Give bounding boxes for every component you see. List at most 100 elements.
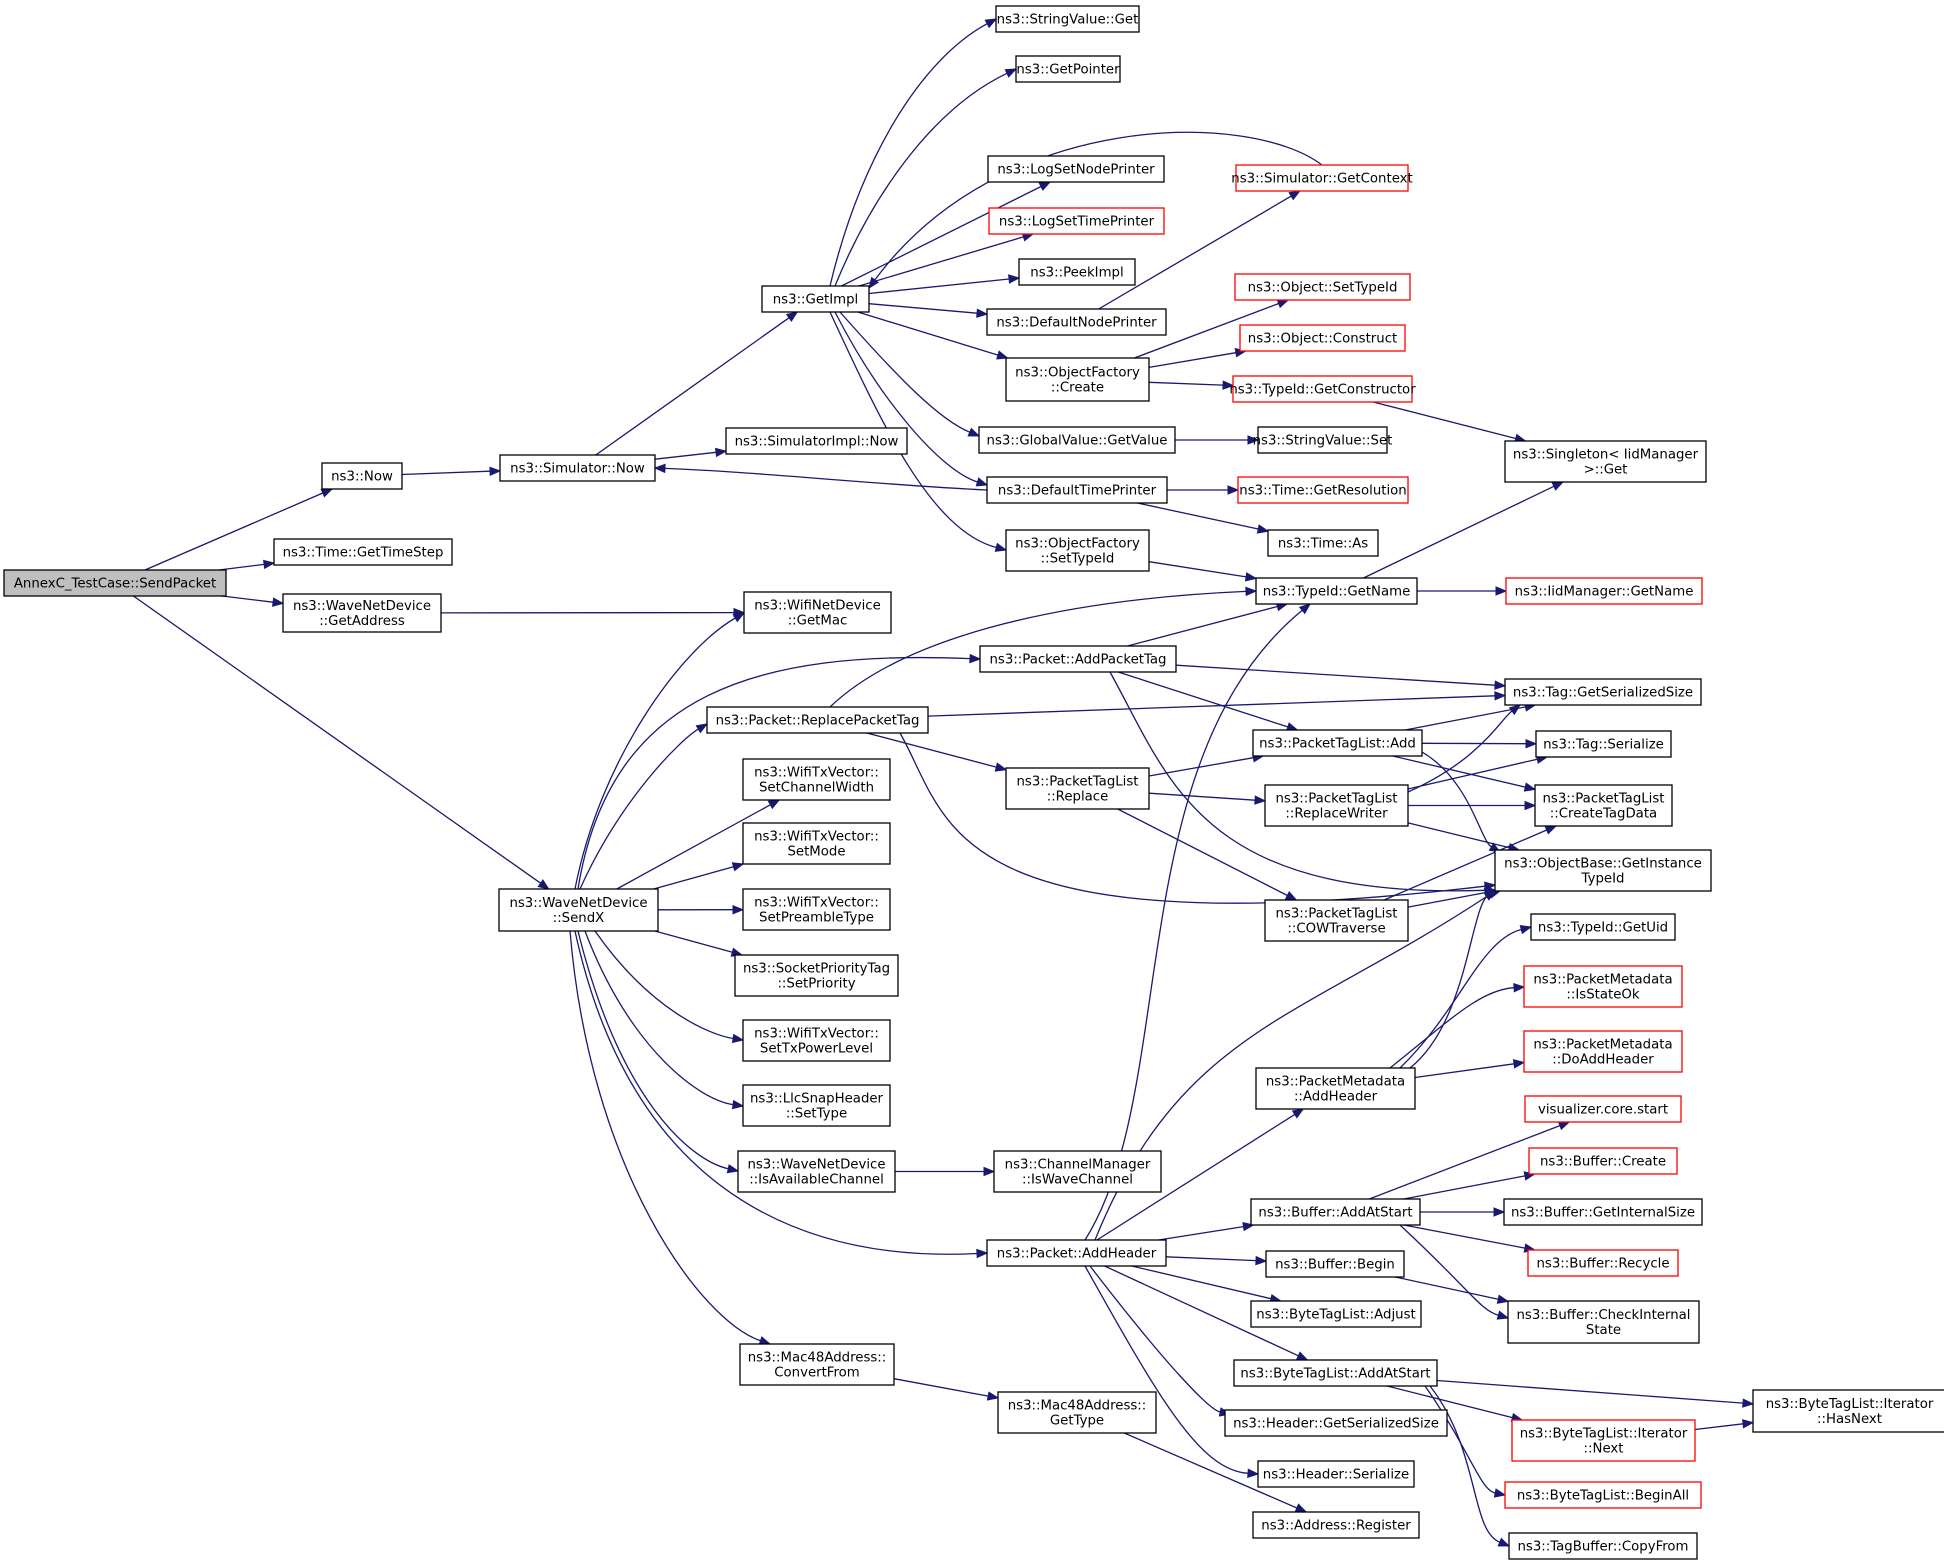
edge-wnd_getaddress-to-wifinetdevice_getmac <box>440 607 746 618</box>
node-buffer-addatstart[interactable]: ns3::Buffer::AddAtStart <box>1250 1198 1421 1226</box>
node-getimpl[interactable]: ns3::GetImpl <box>761 285 870 313</box>
node-wnd-sendx[interactable]: ns3::WaveNetDevice::SendX <box>498 888 659 932</box>
node-packettaglist-cowtraverse[interactable]: ns3::PacketTagList::COWTraverse <box>1264 899 1409 942</box>
node-socketprioritytag-setpriority[interactable]: ns3::SocketPriorityTag::SetPriority <box>734 954 899 997</box>
node-bytetaglist-adjust[interactable]: ns3::ByteTagList::Adjust <box>1250 1300 1422 1328</box>
node-bytetaglist-iterator-next[interactable]: ns3::ByteTagList::Iterator::Next <box>1511 1419 1696 1462</box>
node-wnd-isavailablechannel[interactable]: ns3::WaveNetDevice::IsAvailableChannel <box>737 1150 896 1193</box>
node-packettaglist-replacewriter[interactable]: ns3::PacketTagList::ReplaceWriter <box>1264 784 1409 827</box>
node-packet-addpackettag[interactable]: ns3::Packet::AddPacketTag <box>979 645 1177 673</box>
node-time-as[interactable]: ns3::Time::As <box>1267 529 1379 557</box>
node-llcsnapheader-settype[interactable]: ns3::LlcSnapHeader::SetType <box>742 1084 891 1127</box>
node-logsettimeprinter[interactable]: ns3::LogSetTimePrinter <box>988 207 1165 235</box>
edge-line <box>1403 1224 1526 1249</box>
node-wifitxvector-setchannelwidth[interactable]: ns3::WifiTxVector::SetChannelWidth <box>742 758 891 801</box>
edge-line <box>664 467 988 491</box>
node-box <box>742 1019 891 1062</box>
node-getpointer[interactable]: ns3::GetPointer <box>1015 55 1121 83</box>
node-defaulttimeprinter[interactable]: ns3::DefaultTimePrinter <box>986 476 1168 504</box>
node-objfactory-settypeid[interactable]: ns3::ObjectFactory::SetTypeId <box>1005 529 1150 572</box>
node-object-settypeid[interactable]: ns3::Object::SetTypeId <box>1234 273 1411 301</box>
node-box <box>1252 1511 1420 1539</box>
node-stringvalue-set[interactable]: ns3::StringValue::Set <box>1253 426 1393 454</box>
node-stringvalue-get[interactable]: ns3::StringValue::Get <box>995 5 1140 33</box>
node-visualizer-core-start[interactable]: visualizer.core.start <box>1524 1095 1682 1123</box>
edge-buffer_begin-to-buffer_checkinternalstate <box>1395 1276 1510 1304</box>
node-tag-getserializedsize[interactable]: ns3::Tag::GetSerializedSize <box>1504 678 1702 706</box>
node-packettaglist-createtagdata[interactable]: ns3::PacketTagList::CreateTagData <box>1534 784 1673 827</box>
edge-line <box>868 278 1010 295</box>
node-wifitxvector-setpreambletype[interactable]: ns3::WifiTxVector::SetPreambleType <box>742 888 891 931</box>
node-iidmanager-getname[interactable]: ns3::IidManager::GetName <box>1505 577 1703 605</box>
node-buffer-create[interactable]: ns3::Buffer::Create <box>1528 1147 1678 1175</box>
node-wnd-getaddress[interactable]: ns3::WaveNetDevice::GetAddress <box>282 593 442 633</box>
node-mac48-convertfrom[interactable]: ns3::Mac48Address::ConvertFrom <box>739 1343 895 1386</box>
node-time-getresolution[interactable]: ns3::Time::GetResolution <box>1237 476 1409 504</box>
node-buffer-getinternalsize[interactable]: ns3::Buffer::GetInternalSize <box>1503 1198 1703 1226</box>
node-box <box>1250 1198 1421 1226</box>
node-label: ns3::Header::Serialize <box>1263 1468 1409 1483</box>
node-box <box>1250 1300 1422 1328</box>
node-typeid-getconstructor[interactable]: ns3::TypeId::GetConstructor <box>1229 375 1416 403</box>
edge-arrowhead <box>1222 380 1235 390</box>
node-header-serialize[interactable]: ns3::Header::Serialize <box>1257 1460 1415 1488</box>
node-peekimpl[interactable]: ns3::PeekImpl <box>1018 258 1136 286</box>
node-box <box>1265 1250 1405 1278</box>
node-box <box>979 645 1177 673</box>
node-packet-addheader[interactable]: ns3::Packet::AddHeader <box>986 1239 1167 1267</box>
node-packetmetadata-addheader[interactable]: ns3::PacketMetadata::AddHeader <box>1255 1067 1416 1110</box>
node-label: ns3::LlcSnapHeader <box>750 1092 884 1107</box>
node-now[interactable]: ns3::Now <box>321 462 403 490</box>
node-gettimestep[interactable]: ns3::Time::GetTimeStep <box>273 538 453 566</box>
node-bytetaglist-addatstart[interactable]: ns3::ByteTagList::AddAtStart <box>1233 1359 1438 1387</box>
node-packettaglist-add[interactable]: ns3::PacketTagList::Add <box>1252 729 1423 757</box>
node-bytetaglist-beginall[interactable]: ns3::ByteTagList::BeginAll <box>1504 1481 1702 1509</box>
node-packettaglist-replace[interactable]: ns3::PacketTagList::Replace <box>1005 767 1150 810</box>
node-header-getserializedsize[interactable]: ns3::Header::GetSerializedSize <box>1224 1409 1448 1437</box>
node-wifitxvector-setmode[interactable]: ns3::WifiTxVector::SetMode <box>742 822 891 865</box>
edge-line <box>1403 1175 1526 1200</box>
node-channelmanager-iswavechannel[interactable]: ns3::ChannelManager::IsWaveChannel <box>993 1150 1162 1193</box>
node-wifinetdevice-getmac[interactable]: ns3::WifiNetDevice::GetMac <box>743 591 892 634</box>
node-wifitxvector-settxpowerlevel[interactable]: ns3::WifiTxVector::SetTxPowerLevel <box>742 1019 891 1062</box>
node-sim-now[interactable]: ns3::Simulator::Now <box>499 454 656 482</box>
node-tag-serialize[interactable]: ns3::Tag::Serialize <box>1535 730 1672 758</box>
node-buffer-begin[interactable]: ns3::Buffer::Begin <box>1265 1250 1405 1278</box>
node-tagbuffer-copyfrom[interactable]: ns3::TagBuffer::CopyFrom <box>1508 1532 1698 1560</box>
node-typeid-getuid[interactable]: ns3::TypeId::GetUid <box>1530 913 1676 941</box>
edge-objfactory_create-to-object_construct <box>1148 348 1248 369</box>
node-mac48-gettype[interactable]: ns3::Mac48Address::GetType <box>997 1391 1157 1434</box>
node-typeid-getname[interactable]: ns3::TypeId::GetName <box>1255 577 1418 605</box>
edge-line <box>1084 1265 1249 1474</box>
node-packetmetadata-isstateok[interactable]: ns3::PacketMetadata::IsStateOk <box>1523 965 1683 1008</box>
node-buffer-recycle[interactable]: ns3::Buffer::Recycle <box>1527 1249 1679 1277</box>
node-packet-replacepackettag[interactable]: ns3::Packet::ReplacePacketTag <box>706 706 929 734</box>
node-box <box>739 1343 895 1386</box>
edge-packet_addheader-to-header_serialize <box>1084 1265 1260 1479</box>
node-root[interactable]: AnnexC_TestCase::SendPacket <box>3 569 227 597</box>
node-object-construct[interactable]: ns3::Object::Construct <box>1239 324 1406 352</box>
node-singleton-get[interactable]: ns3::Singleton< IidManager >::Get <box>1504 440 1707 483</box>
edge-arrowhead <box>731 862 745 872</box>
node-label: GetType <box>1050 1414 1104 1429</box>
edge-packettaglist_replace-to-packettaglist_replacewriter <box>1148 792 1267 805</box>
edge-wnd_sendx-to-wifitxvector_setpreambletype <box>657 904 745 915</box>
node-box <box>1015 55 1121 83</box>
node-globalvalue-getvalue[interactable]: ns3::GlobalValue::GetValue <box>978 426 1176 454</box>
node-packetmetadata-doaddheader[interactable]: ns3::PacketMetadata::DoAddHeader <box>1523 1030 1683 1073</box>
node-simimpl-now[interactable]: ns3::SimulatorImpl::Now <box>725 427 908 455</box>
node-label: ::HasNext <box>1817 1412 1882 1427</box>
node-address-register[interactable]: ns3::Address::Register <box>1252 1511 1420 1539</box>
node-sim-getcontext[interactable]: ns3::Simulator::GetContext <box>1231 164 1413 192</box>
node-objfactory-create[interactable]: ns3::ObjectFactory::Create <box>1005 357 1150 402</box>
edge-arrowhead <box>785 311 799 322</box>
node-logsetnodeprinter[interactable]: ns3::LogSetNodePrinter <box>987 155 1165 183</box>
node-box <box>737 1150 896 1193</box>
node-defaultnodeprinter[interactable]: ns3::DefaultNodePrinter <box>986 308 1167 336</box>
node-bytetaglist-iterator-hasnext[interactable]: ns3::ByteTagList::Iterator::HasNext <box>1752 1389 1944 1433</box>
edge-line <box>584 930 734 1106</box>
node-box <box>742 822 891 865</box>
